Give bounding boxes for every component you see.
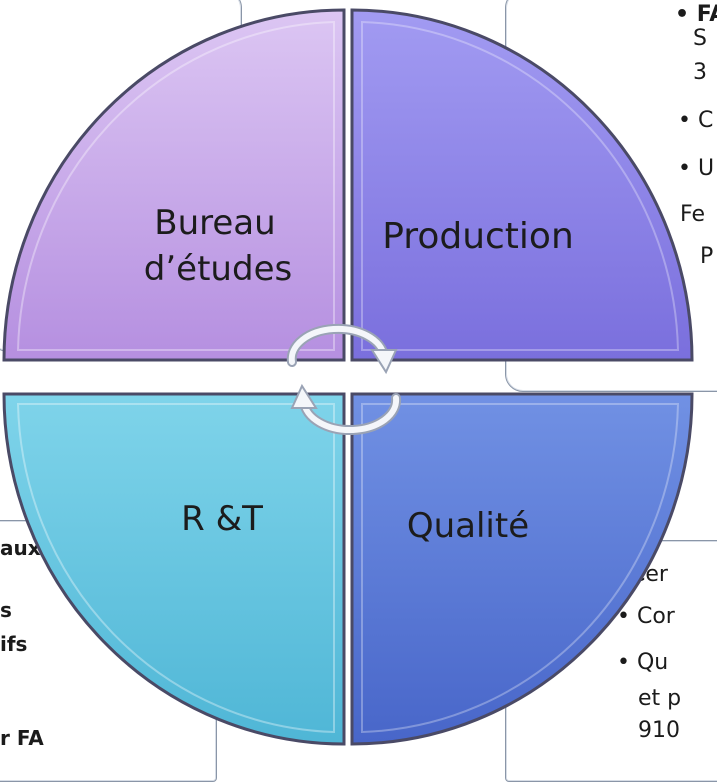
right-text-line-6: Fe	[680, 202, 705, 227]
left-bottom-text-3: ifs	[0, 632, 28, 656]
label-bureau-line2: d’études	[144, 249, 292, 289]
left-bottom-text-4: r FA	[0, 726, 44, 750]
right-bottom-text-2: • Cor	[617, 604, 675, 629]
label-qualite: Qualité	[407, 506, 529, 546]
right-bottom-text-4: et p	[638, 686, 682, 711]
label-bureau-line1: Bureau	[154, 203, 275, 243]
label-production: Production	[382, 216, 574, 257]
right-text-line-4: • C	[678, 108, 714, 133]
right-text-line-1: • FA	[675, 2, 717, 27]
right-bottom-text-5: 910	[638, 718, 680, 743]
right-text-line-7: P	[700, 244, 714, 269]
right-text-line-2: S	[693, 26, 707, 51]
quadrant-top-left	[2, 8, 346, 362]
cycle-diagram: Bureau d’études Production R &T Qualité	[2, 8, 694, 746]
quadrant-top-right	[350, 8, 694, 362]
label-rt: R &T	[181, 499, 263, 539]
quadrant-bottom-left	[2, 392, 346, 746]
cycle-arrows-icon	[286, 323, 402, 436]
right-text-line-3: 3	[693, 60, 707, 85]
right-text-line-5: • U	[678, 156, 715, 181]
right-bottom-text-3: • Qu	[617, 650, 669, 675]
left-bottom-text-2: s	[0, 598, 12, 622]
quadrant-bottom-right	[350, 392, 694, 746]
